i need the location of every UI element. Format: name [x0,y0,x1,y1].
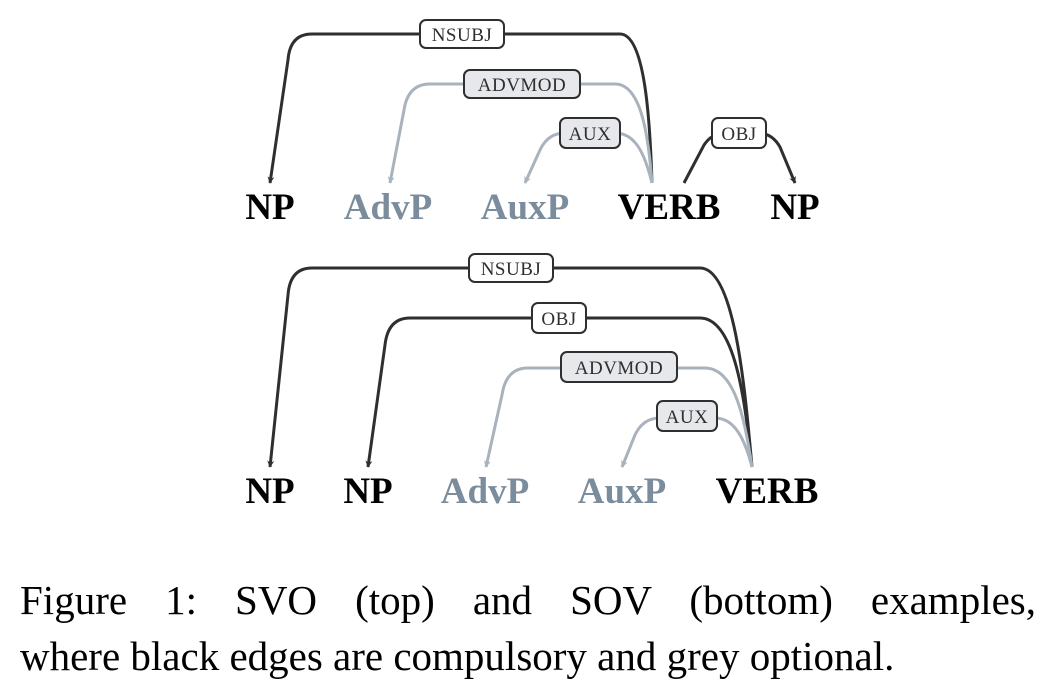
sov-label-obj: OBJ [531,302,587,334]
svg-text:ADVMOD: ADVMOD [478,75,567,96]
sov-edge-nsubj [267,266,754,468]
svg-text:OBJ: OBJ [721,124,756,145]
sov-word-advp: AdvP [441,471,529,512]
svo-label-obj: OBJ [711,117,767,149]
svo-label-nsubj: NSUBJ [419,19,505,49]
sov-word-np-subject: NP [245,471,294,512]
svo-label-aux: AUX [559,117,621,149]
svo-word-np-subject: NP [245,187,294,228]
caption-line-1: Figure 1: SVO (top) and SOV (bottom) exa… [20,577,1036,623]
svo-diagram: NSUBJ ADVMOD AUX OBJ NP AdvP AuxP VERB N… [245,19,820,228]
sov-label-aux: AUX [656,400,718,432]
sov-word-auxp: AuxP [578,471,666,512]
sov-label-advmod: ADVMOD [560,351,678,383]
svo-edge-nsubj [267,32,654,184]
svo-word-advp: AdvP [344,187,432,228]
svo-word-auxp: AuxP [481,187,569,228]
sov-word-np-object: NP [343,471,392,512]
dependency-diagram: NSUBJ ADVMOD AUX OBJ NP AdvP AuxP VERB N… [245,19,820,512]
sov-edge-obj [365,316,754,468]
svo-label-advmod: ADVMOD [463,69,581,99]
sov-diagram: NSUBJ OBJ ADVMOD AUX NP NP AdvP AuxP VER… [245,253,819,512]
svg-text:AUX: AUX [569,124,612,145]
sov-label-nsubj: NSUBJ [468,253,554,283]
svg-text:ADVMOD: ADVMOD [575,358,664,379]
svg-text:AUX: AUX [666,407,709,428]
svo-word-np-object: NP [770,187,819,228]
svo-edge-advmod [387,82,654,184]
sov-edge-advmod [483,366,754,468]
figure-caption: Figure 1: SVO (top) and SOV (bottom) exa… [20,572,1036,684]
caption-line-2: where black edges are compulsory and gre… [20,633,895,679]
svg-text:NSUBJ: NSUBJ [432,25,493,46]
sov-word-verb: VERB [716,471,819,512]
svg-text:OBJ: OBJ [541,309,576,330]
svo-word-verb: VERB [618,187,721,228]
svg-text:NSUBJ: NSUBJ [481,259,542,280]
